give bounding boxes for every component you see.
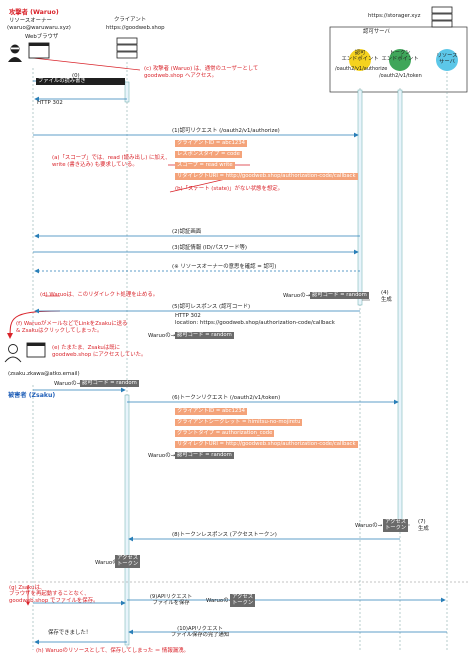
client-label: クライアント: [114, 17, 147, 23]
step-3-label: (3)認証情報 (ID/パスワード等): [172, 245, 248, 251]
step-5-label: (5)認可レスポンス (認可コード): [172, 304, 251, 310]
waruo-code-prefix-3: Waruoの→: [54, 381, 82, 387]
access-token-3: アクセス トークン: [230, 594, 256, 607]
location-header: location: https://goodweb.shop/authoriza…: [175, 320, 335, 326]
victim-browser-icon: [26, 342, 46, 358]
step-8-label: (8)トークンレスポンス (アクセストークン): [172, 532, 277, 538]
s1-item-1: クライアントID = abc1234: [175, 140, 248, 147]
attacker-browser-icon: [28, 42, 50, 59]
owner-email: (waruo@waruwaru.xyz): [7, 25, 71, 31]
http302-a: HTTP 302: [37, 100, 63, 106]
step-1-label: (1)認可リクエスト (/oauth2/v1/authorize): [172, 128, 280, 134]
auth-code-1: 認可コード = random: [310, 292, 369, 299]
saved-message: 保存できました！: [48, 630, 92, 636]
s6-item-1: クライアントID = abc1234: [175, 408, 248, 415]
attacker-title: 攻撃者 (Waruo): [9, 9, 59, 16]
auth-endpoint-node: [349, 49, 371, 71]
token-endpoint-path: /oauth2/v1/token: [379, 73, 422, 79]
step-0-label: (0): [72, 73, 80, 79]
attacker-icon: [8, 44, 22, 62]
step-9-label: (9)APIリクエスト ファイルを保存: [149, 594, 193, 607]
victim-title: 被害者 (Zsaku): [8, 392, 56, 399]
auth-code-4: 認可コード = random: [175, 452, 234, 459]
step-7-label: (7) 生成: [418, 519, 429, 532]
auth-code-3: 認可コード = random: [80, 380, 139, 387]
note-e: (e) たまたま、Zsakuは既に goodweb.shop にアクセスしていた…: [52, 345, 147, 358]
waruo-token-prefix: Waruoの→: [355, 523, 383, 529]
s1-item-3: スコープ = read write: [175, 162, 235, 169]
note-c: (c) 攻撃者 (Waruo) は、通常のユーザーとして goodweb.sho…: [144, 66, 259, 79]
auth-endpoint-path: /oauth2/v1/authorize: [335, 66, 388, 72]
step-0-box: ファイルの読み書き: [36, 78, 125, 85]
step-6-label: (6)トークンリクエスト (/oauth2/v1/token): [172, 395, 281, 401]
access-token-1: アクセス トークン: [383, 519, 409, 532]
token-endpoint-node: [389, 49, 411, 71]
s1-item-4: リダイレクトURI = http://goodweb.shop/authoriz…: [175, 173, 358, 180]
access-token-2: アクセス トークン: [115, 555, 141, 568]
note-b: (b)「ステート (state)」がない状態を想定。: [175, 186, 284, 192]
note-d: (d) Waruoは、このリダイレクト処理を止める。: [40, 292, 159, 298]
token-endpoint-label: トークン エンドポイント: [381, 50, 419, 63]
waruo-code-prefix-2: Waruoの→: [148, 333, 176, 339]
victim-icon: [4, 344, 22, 363]
step-2-label: (2)認証画面: [172, 229, 202, 235]
auth-server-label: 認可サーバ: [363, 29, 390, 35]
s1-item-2: レスポンスタイプ = code: [175, 151, 242, 158]
s6-item-2: クライアントシークレット = himitsu-no-mojiretu: [175, 419, 303, 426]
browser-label: Webブラウザ: [25, 34, 59, 40]
note-g: (g) Zsakuは、 ブラウザを再起動することなく、 goodweb.shop…: [9, 585, 99, 604]
client-server-icon: [116, 37, 138, 59]
s6-item-4: リダイレクトURI = http://goodweb.shop/authoriz…: [175, 441, 358, 448]
resource-server-label: リソース サーバ: [436, 53, 458, 66]
note-h: (h) Waruoのリソースとして、保存してしまった ＝ 情報漏洩。: [36, 648, 189, 654]
waruo-code-prefix-4: Waruoの→: [148, 453, 176, 459]
step-4-label: (4) 生成: [381, 290, 392, 303]
waruo-token-prefix-3: Waruoの→: [206, 598, 234, 604]
step-10-label: (10)APIリクエスト ファイル保存の完了通知: [170, 626, 230, 639]
resource-owner-label: リソースオーナー: [9, 18, 52, 24]
http302-b: HTTP 302: [175, 313, 201, 319]
server-url: https://storager.xyz: [368, 13, 421, 19]
waruo-token-prefix-2: Waruoの→: [95, 560, 123, 566]
note-f: (f) WaruoがメールなどでLinkをZsakuに送る & Zsakuはクリ…: [16, 321, 128, 334]
auth-code-2: 認可コード = random: [175, 332, 234, 339]
resource-server-node: [436, 49, 458, 71]
s6-item-3: グラントタイプ = authorization_code: [175, 430, 275, 437]
auth-endpoint-label: 認可 エンドポイント: [341, 50, 379, 63]
victim-email: (zsaku.zkawa@atko.email): [8, 371, 80, 377]
note-a: (a)「スコープ」では、read (読み出し) に加え、 write (書き込み…: [52, 155, 171, 168]
storage-server-icon: [431, 6, 453, 28]
waruo-code-prefix: Waruoの→: [283, 293, 311, 299]
consent-label: (※ リソースオーナーの意思を確認 = 認可): [172, 264, 277, 270]
client-url: https://goodweb.shop: [106, 25, 165, 31]
